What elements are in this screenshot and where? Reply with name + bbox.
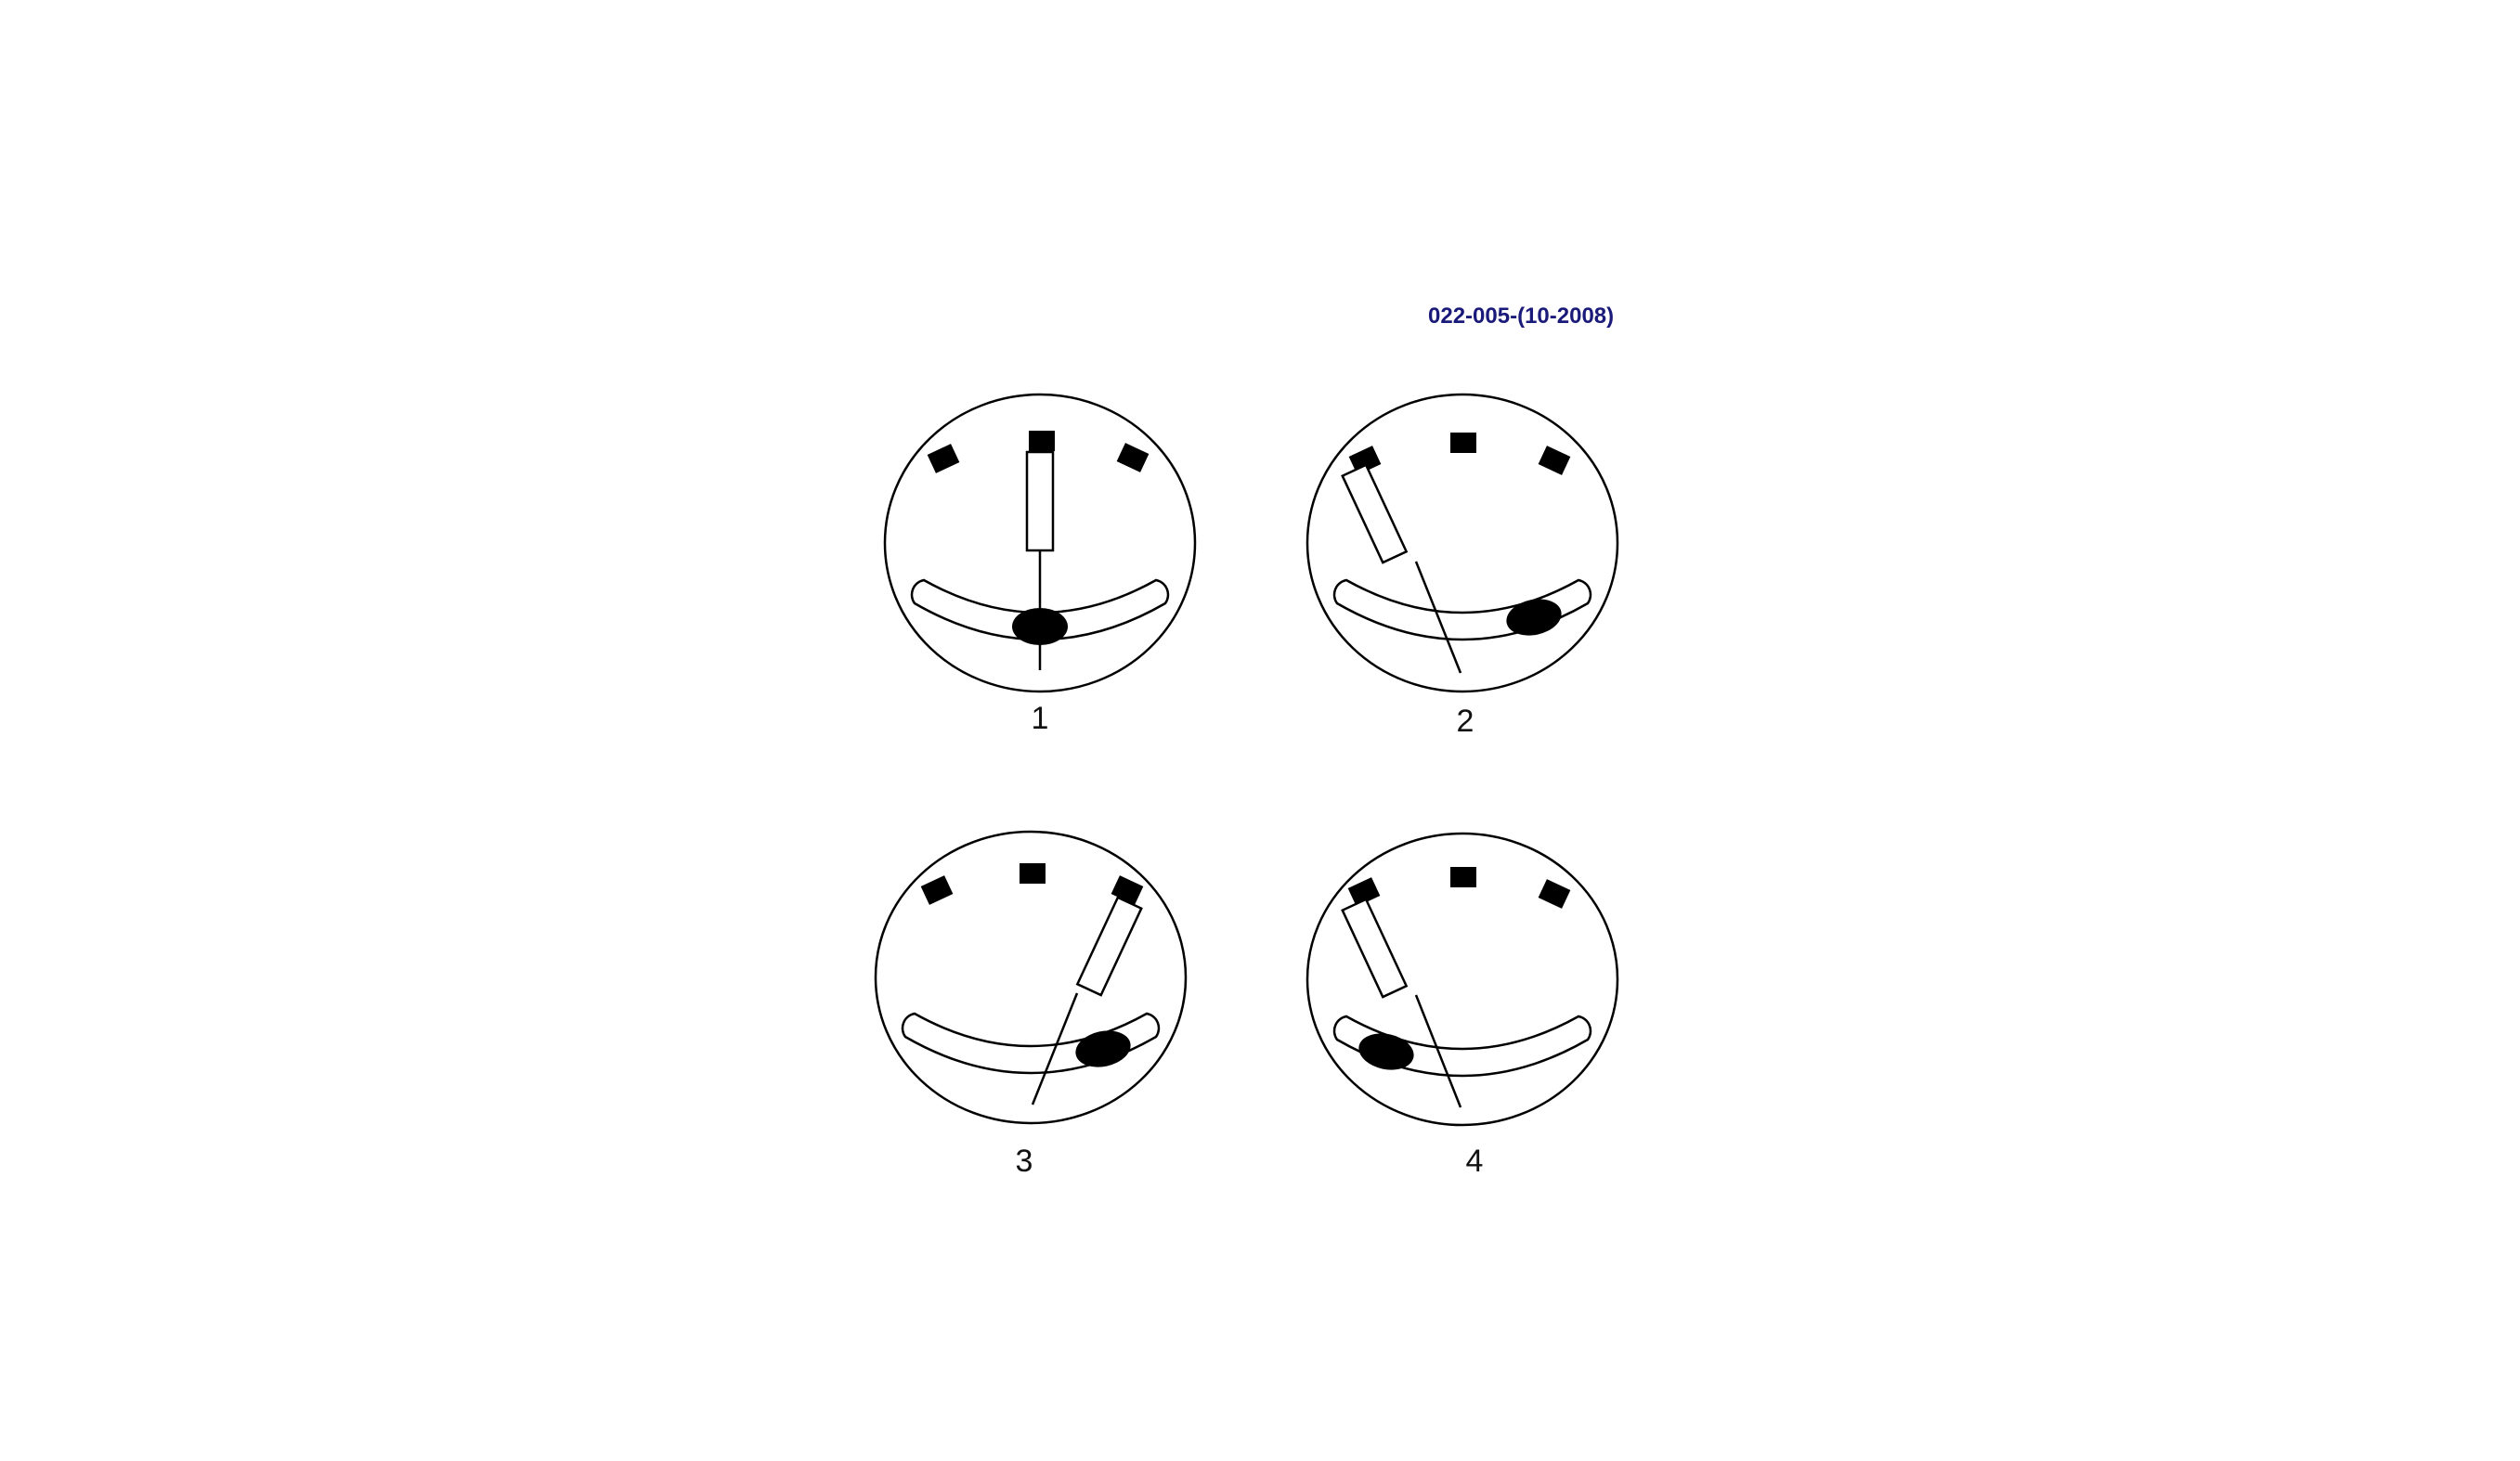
panel-4-blob xyxy=(1358,1033,1414,1070)
panel-4-marker-center xyxy=(1450,867,1476,887)
panel-1-marker-left xyxy=(927,444,960,473)
panel-4-label: 4 xyxy=(1466,1144,1484,1179)
panel-2-marker-left xyxy=(1348,446,1382,475)
panel-3-blob xyxy=(1075,1030,1131,1067)
panel-2-needle xyxy=(1414,561,1462,674)
panel-1-marker-center xyxy=(1029,431,1055,451)
panel-1-syringe-barrel xyxy=(1025,450,1055,552)
panel-2-marker-center xyxy=(1450,433,1476,453)
panel-2-label: 2 xyxy=(1457,704,1474,739)
panel-2-circle xyxy=(1305,393,1619,693)
panel-2-blob xyxy=(1506,599,1562,636)
panel-1-circle xyxy=(883,393,1197,693)
panel-3-circle xyxy=(874,830,1188,1125)
panel-3-needle xyxy=(1031,992,1079,1105)
panel-4 xyxy=(1305,832,1619,1127)
panel-4-circle xyxy=(1305,832,1619,1127)
panel-3-marker-left xyxy=(920,875,954,905)
panel-1 xyxy=(883,393,1197,693)
panel-3-label: 3 xyxy=(1016,1144,1033,1179)
panel-2-syringe-barrel xyxy=(1341,463,1409,564)
panel-4-syringe-barrel xyxy=(1341,898,1409,999)
panel-3-syringe-barrel xyxy=(1075,896,1143,997)
panel-4-marker-right xyxy=(1538,879,1571,909)
reference-code: 022-005-(10-2008) xyxy=(1428,304,1615,329)
panel-1-label: 1 xyxy=(1032,701,1049,736)
panel-3 xyxy=(874,830,1188,1125)
panel-3-marker-center xyxy=(1020,863,1046,884)
panel-2-marker-right xyxy=(1538,446,1571,475)
panel-1-marker-right xyxy=(1116,443,1150,472)
panel-2 xyxy=(1305,393,1619,693)
panel-4-needle xyxy=(1414,994,1462,1108)
panel-4-marker-left xyxy=(1347,877,1381,907)
